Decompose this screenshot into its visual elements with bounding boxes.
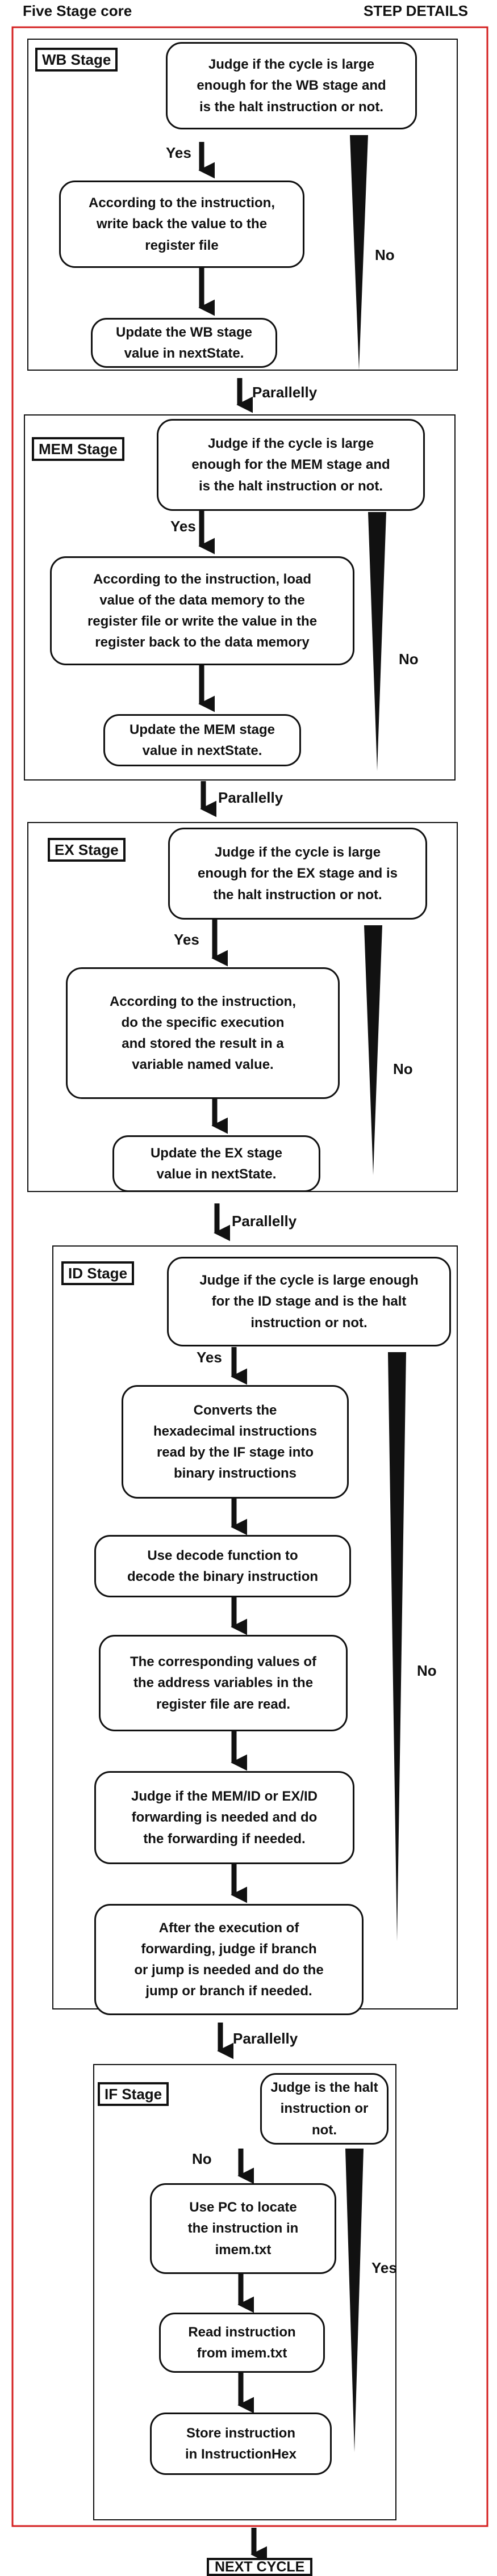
if-read-node: Read instruction from imem.txt [159,2313,325,2373]
mem-yes-label: Yes [170,518,196,535]
id-no-arrow [388,1352,406,1941]
if-no-label: No [192,2150,212,2167]
if-locate-node: Use PC to locate the instruction in imem… [150,2183,336,2274]
wb-yes-label: Yes [166,144,191,161]
if-yes-arrow [345,2149,364,2452]
if-stage-box [93,2064,396,2520]
mem-no-label: No [399,651,419,668]
wb-stage-box [27,39,458,371]
parallelly-label-1: Parallelly [252,384,318,401]
diagram-title: Five Stage core [23,2,132,19]
if-stage-label: IF Stage [98,2082,169,2106]
mem-stage-label: MEM Stage [32,437,124,461]
next-cycle-label: NEXT CYCLE [207,2558,313,2576]
id-stage-label: ID Stage [61,1261,135,1285]
ex-no-arrow [364,925,382,1175]
if-store-node: Store instruction in InstructionHex [150,2413,332,2475]
id-stage-box [52,1245,458,2009]
wb-stage-label: WB Stage [35,48,118,72]
ex-update-node: Update the EX stage value in nextState. [112,1135,320,1192]
id-decode-node: Use decode function to decode the binary… [94,1535,351,1597]
wb-update-node: Update the WB stage value in nextState. [91,318,277,368]
id-no-label: No [417,1662,437,1679]
parallelly-label-4: Parallelly [233,2030,298,2047]
ex-stage-label: EX Stage [48,838,126,862]
mem-decision-node: Judge if the cycle is large enough for t… [157,419,425,511]
ex-execute-node: According to the instruction, do the spe… [66,967,340,1099]
mem-access-node: According to the instruction, load value… [50,556,354,665]
ex-yes-label: Yes [174,931,199,948]
parallelly-label-2: Parallelly [218,789,283,806]
id-branch-jump-node: After the execution of forwarding, judge… [94,1904,364,2015]
id-convert-node: Converts the hexadecimal instructions re… [122,1385,349,1499]
outer-frame [11,26,488,2527]
mem-stage-box [24,414,456,781]
wb-no-label: No [375,246,395,263]
wb-decision-node: Judge if the cycle is large enough for t… [166,42,417,129]
ex-decision-node: Judge if the cycle is large enough for t… [168,828,427,920]
parallelly-label-3: Parallelly [232,1213,297,1230]
wb-no-arrow [350,135,368,370]
if-decision-node: Judge is the halt instruction or not. [260,2073,389,2145]
id-yes-label: Yes [197,1349,222,1366]
ex-no-label: No [393,1060,413,1077]
id-decision-node: Judge if the cycle is large enough for t… [167,1257,451,1346]
id-forwarding-node: Judge if the MEM/ID or EX/ID forwarding … [94,1771,354,1864]
step-details-title: STEP DETAILS [364,2,468,19]
id-register-read-node: The corresponding values of the address … [99,1635,348,1731]
wb-write-back-node: According to the instruction, write back… [59,181,304,268]
if-yes-label: Yes [371,2259,397,2276]
mem-no-arrow [368,512,386,771]
mem-update-node: Update the MEM stage value in nextState. [103,714,301,766]
